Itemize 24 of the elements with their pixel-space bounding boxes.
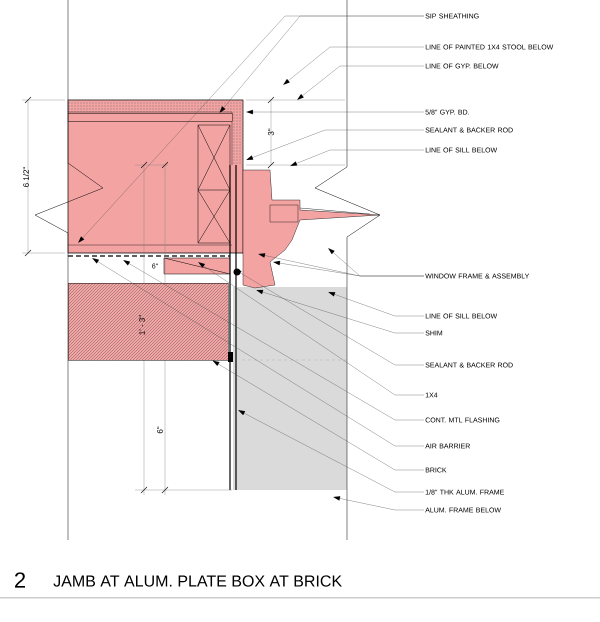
leader-line: [198, 262, 424, 396]
leader-line: [234, 270, 424, 366]
dimension-text: 6": [157, 426, 163, 434]
title: JAMB AT ALUM. PLATE BOX AT BRICK: [53, 575, 342, 587]
dimension-text: 3": [268, 128, 274, 136]
dimension-text: 1' - 3": [139, 315, 145, 335]
dimension-text: 6 1/2": [23, 167, 29, 187]
leader-line: [78, 16, 424, 243]
leader-line: [256, 290, 424, 334]
leader-line: [246, 110, 424, 114]
sheathing-layer: [68, 113, 232, 122]
leader-line: [123, 260, 424, 420]
leader-line: [290, 150, 424, 166]
leader-line: [297, 66, 424, 100]
leader-line: [246, 130, 424, 160]
leader-line: [333, 496, 424, 510]
leader-line: [212, 360, 424, 470]
leader-line: [92, 258, 424, 446]
leader-line: [258, 253, 424, 276]
leader-line: [328, 292, 424, 316]
callout-number: 2: [15, 572, 26, 588]
leader-line: [283, 46, 424, 85]
leader-line: [238, 410, 424, 492]
brick-block: [68, 283, 228, 360]
